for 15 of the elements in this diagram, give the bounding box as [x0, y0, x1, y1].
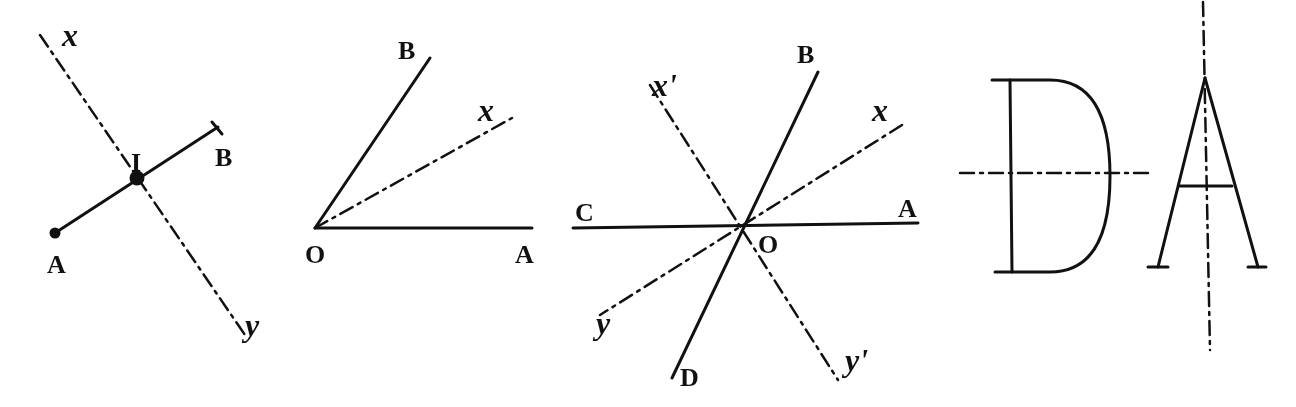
point-label: O [758, 232, 779, 258]
point-label: I [131, 150, 142, 176]
point-label: A [515, 242, 534, 268]
point-label: B [797, 42, 815, 68]
point-label: B [215, 145, 233, 171]
axis-label: x' [652, 70, 677, 100]
point-label: B [398, 38, 416, 64]
axis-label: x [62, 20, 78, 50]
point-label: A [898, 196, 917, 222]
axis-label: x [872, 95, 888, 125]
point-label: C [575, 200, 594, 226]
point-label: A [47, 252, 66, 278]
point-label: D [680, 365, 699, 391]
point-label: O [305, 242, 326, 268]
axis-label: x [478, 95, 494, 125]
